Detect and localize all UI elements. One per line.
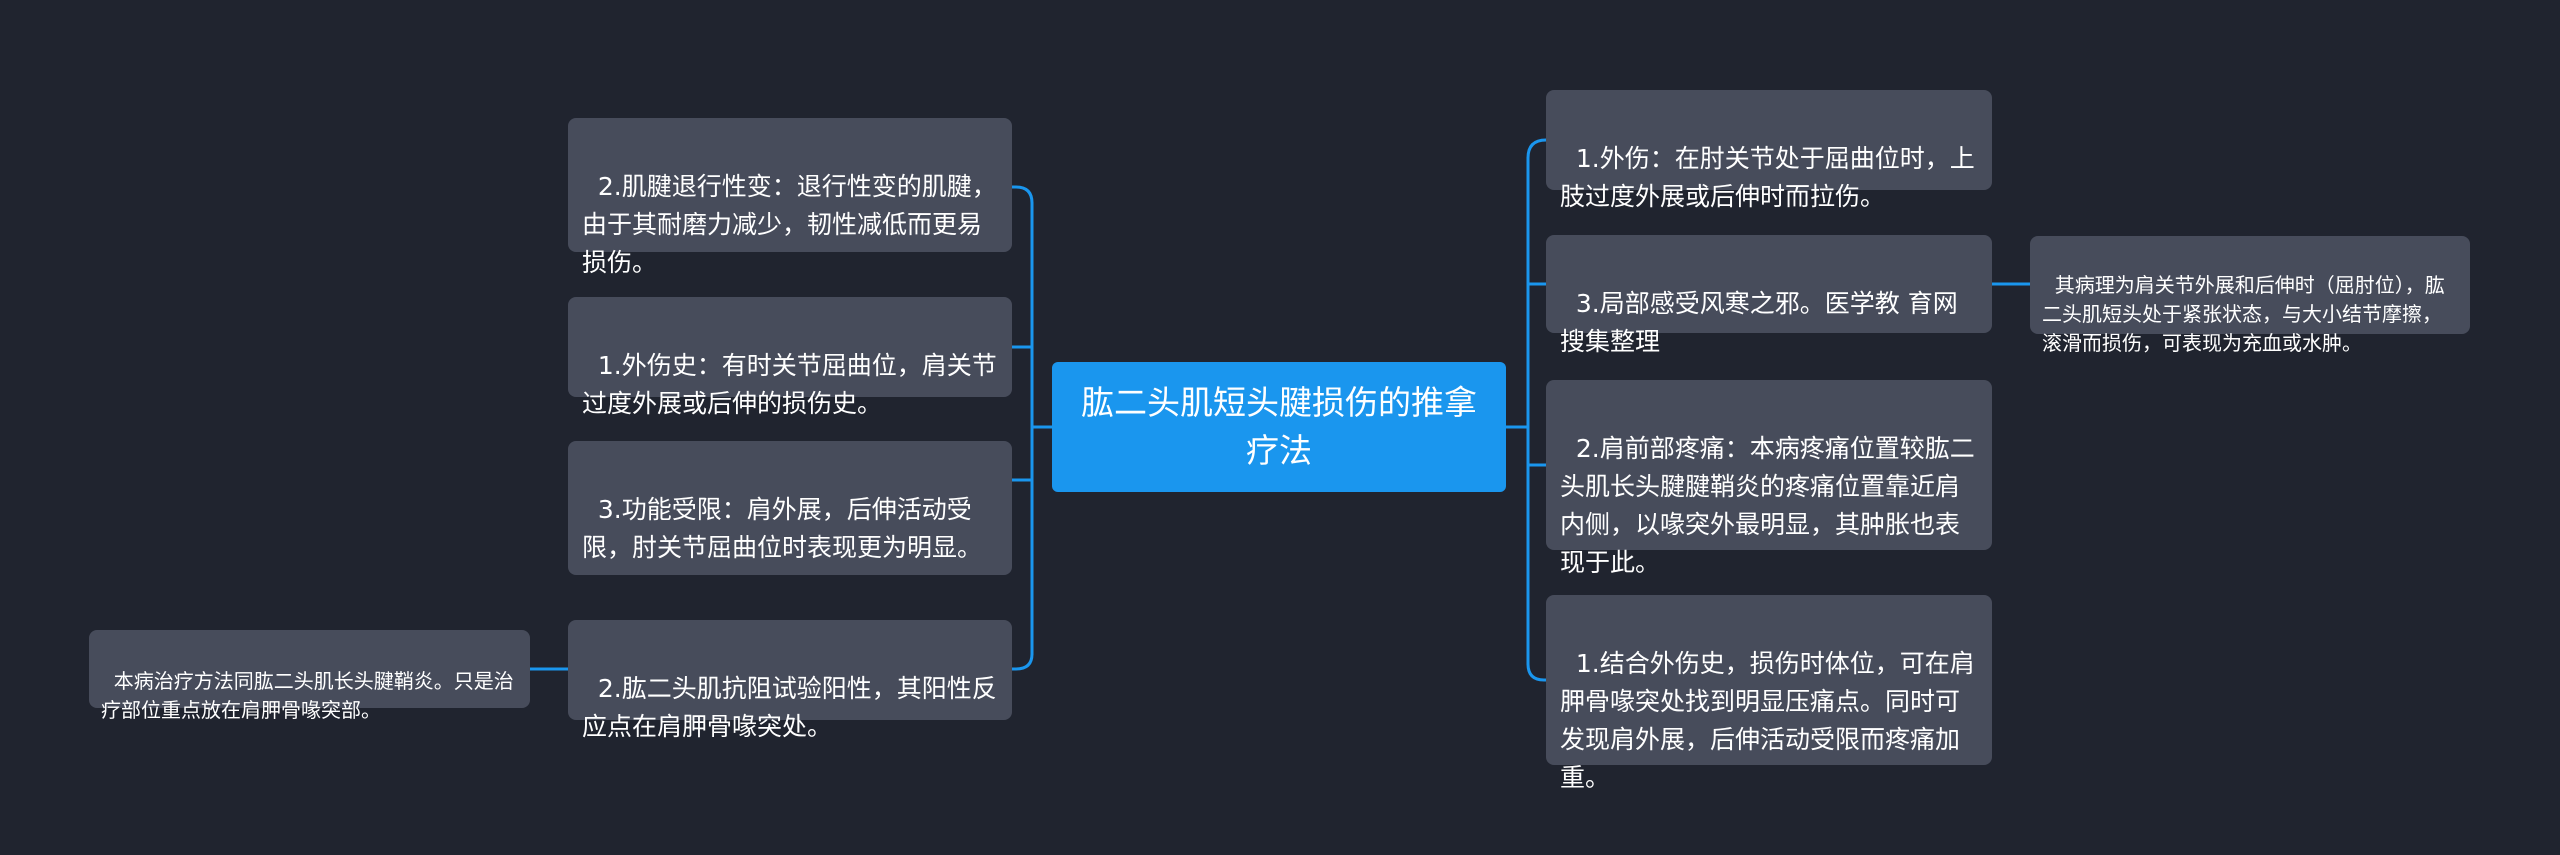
left-node-2-text: 1.外伤史：有时关节屈曲位，肩关节过度外展或后伸的损伤史。 — [582, 351, 997, 418]
right-node-1[interactable]: 1.外伤：在肘关节处于屈曲位时，上肢过度外展或后伸时而拉伤。 — [1546, 90, 1992, 211]
right-node-1-text: 1.外伤：在肘关节处于屈曲位时，上肢过度外展或后伸时而拉伤。 — [1560, 144, 1975, 211]
right-node-3[interactable]: 2.肩前部疼痛：本病疼痛位置较肱二头肌长头腱腱鞘炎的疼痛位置靠近肩内侧，以喙突外… — [1546, 380, 1992, 577]
left-node-3[interactable]: 3.功能受限：肩外展，后伸活动受限，肘关节屈曲位时表现更为明显。 — [568, 441, 1012, 575]
left-node-2[interactable]: 1.外伤史：有时关节屈曲位，肩关节过度外展或后伸的损伤史。 — [568, 297, 1012, 418]
left-node-4-text: 2.肱二头肌抗阻试验阳性，其阳性反应点在肩胛骨喙突处。 — [582, 674, 997, 741]
left-leaf-node-text: 本病治疗方法同肱二头肌长头腱鞘炎。只是治疗部位重点放在肩胛骨喙突部。 — [101, 669, 514, 722]
connector-right-4 — [1526, 662, 1548, 682]
left-node-3-text: 3.功能受限：肩外展，后伸活动受限，肘关节屈曲位时表现更为明显。 — [582, 495, 983, 562]
connector-right-1 — [1526, 138, 1548, 160]
right-node-4-text: 1.结合外伤史，损伤时体位，可在肩胛骨喙突处找到明显压痛点。同时可发现肩外展，后… — [1560, 649, 1975, 792]
left-node-1-text: 2.肌腱退行性变：退行性变的肌腱，由于其耐磨力减少，韧性减低而更易损伤。 — [582, 172, 997, 277]
left-node-1[interactable]: 2.肌腱退行性变：退行性变的肌腱，由于其耐磨力减少，韧性减低而更易损伤。 — [568, 118, 1012, 277]
right-leaf-node[interactable]: 其病理为肩关节外展和后伸时（屈肘位），肱二头肌短头处于紧张状态，与大小结节摩擦，… — [2030, 236, 2470, 355]
right-node-3-text: 2.肩前部疼痛：本病疼痛位置较肱二头肌长头腱腱鞘炎的疼痛位置靠近肩内侧，以喙突外… — [1560, 434, 1975, 577]
right-node-2-text: 3.局部感受风寒之邪。医学教 育网搜集整理 — [1560, 289, 1958, 356]
right-node-2[interactable]: 3.局部感受风寒之邪。医学教 育网搜集整理 — [1546, 235, 1992, 356]
right-leaf-node-text: 其病理为肩关节外展和后伸时（屈肘位），肱二头肌短头处于紧张状态，与大小结节摩擦，… — [2042, 273, 2445, 355]
root-topic-label: 肱二头肌短头腱损伤的推拿疗法 — [1081, 383, 1477, 470]
right-node-4[interactable]: 1.结合外伤史，损伤时体位，可在肩胛骨喙突处找到明显压痛点。同时可发现肩外展，后… — [1546, 595, 1992, 792]
left-leaf-node[interactable]: 本病治疗方法同肱二头肌长头腱鞘炎。只是治疗部位重点放在肩胛骨喙突部。 — [89, 630, 530, 722]
root-topic[interactable]: 肱二头肌短头腱损伤的推拿疗法 — [1052, 362, 1506, 492]
connector-left-1 — [1010, 185, 1034, 205]
connector-left-4 — [1010, 652, 1034, 671]
left-node-4[interactable]: 2.肱二头肌抗阻试验阳性，其阳性反应点在肩胛骨喙突处。 — [568, 620, 1012, 741]
